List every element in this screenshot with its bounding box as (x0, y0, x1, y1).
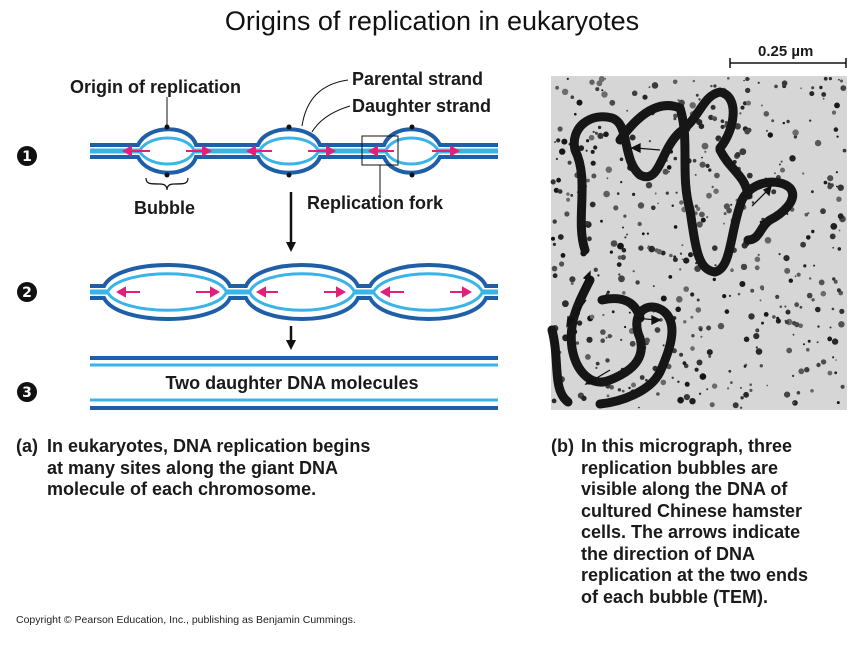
origin-label: Origin of replication (70, 77, 241, 97)
step-number-icon: 1 (17, 146, 37, 166)
step2-dna (90, 263, 498, 321)
down-arrow-icon (286, 326, 296, 350)
caption-b-tag: (b) (551, 436, 574, 456)
caption-a-text: In eukaryotes, DNA replication begins at… (47, 436, 371, 499)
micrograph-image (547, 76, 847, 410)
bubble-brace (145, 177, 189, 191)
fork-arrow-icon (115, 286, 473, 298)
fork-arrow-icon (566, 142, 772, 385)
svg-text:3: 3 (22, 385, 32, 401)
step-number-icon: 2 (17, 282, 37, 302)
step3-dna (90, 356, 498, 410)
step1-dna (90, 124, 498, 178)
svg-text:1: 1 (22, 149, 32, 165)
caption-a-tag: (a) (16, 436, 38, 456)
page-title: Origins of replication in eukaryotes (224, 6, 640, 36)
scale-label: 0.25 µm (758, 43, 813, 60)
caption-a: (a) In eukaryotes, DNA replication begin… (16, 436, 436, 506)
replication-fork-label: Replication fork (307, 193, 444, 213)
scale-bar-icon (729, 58, 847, 68)
parental-strand-label: Parental strand (352, 69, 483, 89)
daughter-molecules-label: Two daughter DNA molecules (165, 373, 418, 393)
down-arrow-icon (286, 192, 296, 252)
fork-arrow-icon (121, 145, 461, 157)
caption-b: (b) In this micrograph, three replicatio… (551, 436, 851, 611)
step-number-icon: 3 (17, 382, 37, 402)
copyright-notice: Copyright © Pearson Education, Inc., pub… (16, 614, 356, 626)
bubble-label: Bubble (134, 198, 195, 218)
svg-text:2: 2 (22, 285, 32, 301)
caption-b-text: In this micrograph, three replication bu… (581, 436, 809, 607)
daughter-strand-label: Daughter strand (352, 96, 491, 116)
